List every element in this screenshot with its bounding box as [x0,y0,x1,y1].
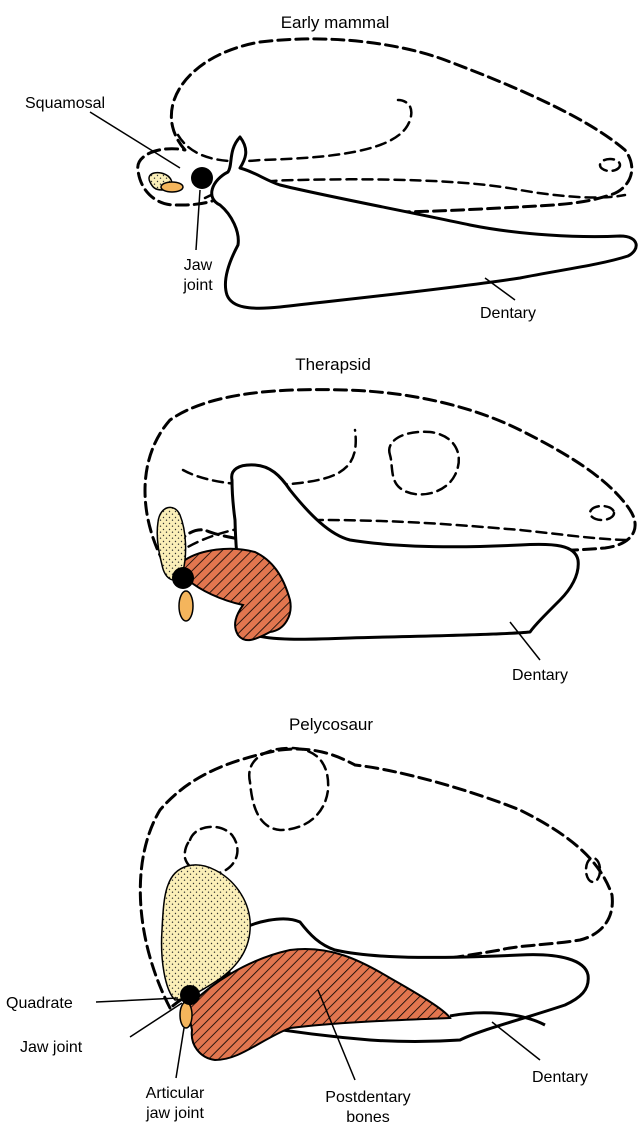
label-articular-2: jaw joint [145,1105,204,1122]
panel-title-therapsid: Therapsid [295,355,371,374]
label-quadrate: Quadrate [6,995,73,1012]
label-jaw-joint-1: Jaw [184,257,213,274]
label-dentary: Dentary [532,1069,588,1086]
nostril [590,506,614,520]
dentary-bone [212,137,636,308]
panel-therapsid: Therapsid Dentary [145,355,635,684]
label-jaw-joint-2: joint [182,277,213,294]
articular-bone [161,182,183,192]
temporal-opening [178,100,411,161]
label-dentary: Dentary [480,305,536,322]
squamosal-leader [90,112,180,168]
panel-pelycosaur: Pelycosaur Quadrate Jaw joint Articular … [6,715,612,1126]
jaw-joint-leader [130,1003,182,1037]
articular-leader [176,1028,184,1078]
articular-bone [180,1002,192,1028]
label-articular-1: Articular [146,1085,205,1102]
panel-early-mammal: Early mammal Squamosal Jaw joint Dentary [25,13,636,322]
jaw-joint [180,985,200,1005]
panel-title-pelycosaur: Pelycosaur [289,715,373,734]
orbit [389,432,459,495]
articular-bone [179,591,193,621]
jaw-joint [172,567,194,589]
dentary-leader [492,1022,540,1060]
label-postdentary-1: Postdentary [325,1089,410,1106]
jaw-joint [191,167,213,189]
skull-outline [145,390,635,565]
temporal-opening [249,748,328,830]
label-postdentary-2: bones [346,1109,390,1126]
panel-title-early-mammal: Early mammal [281,13,390,32]
label-squamosal: Squamosal [25,95,105,112]
nostril [600,159,620,171]
jaw-joint-leader [196,190,200,250]
label-dentary: Dentary [512,667,568,684]
label-jaw-joint: Jaw joint [20,1039,83,1056]
